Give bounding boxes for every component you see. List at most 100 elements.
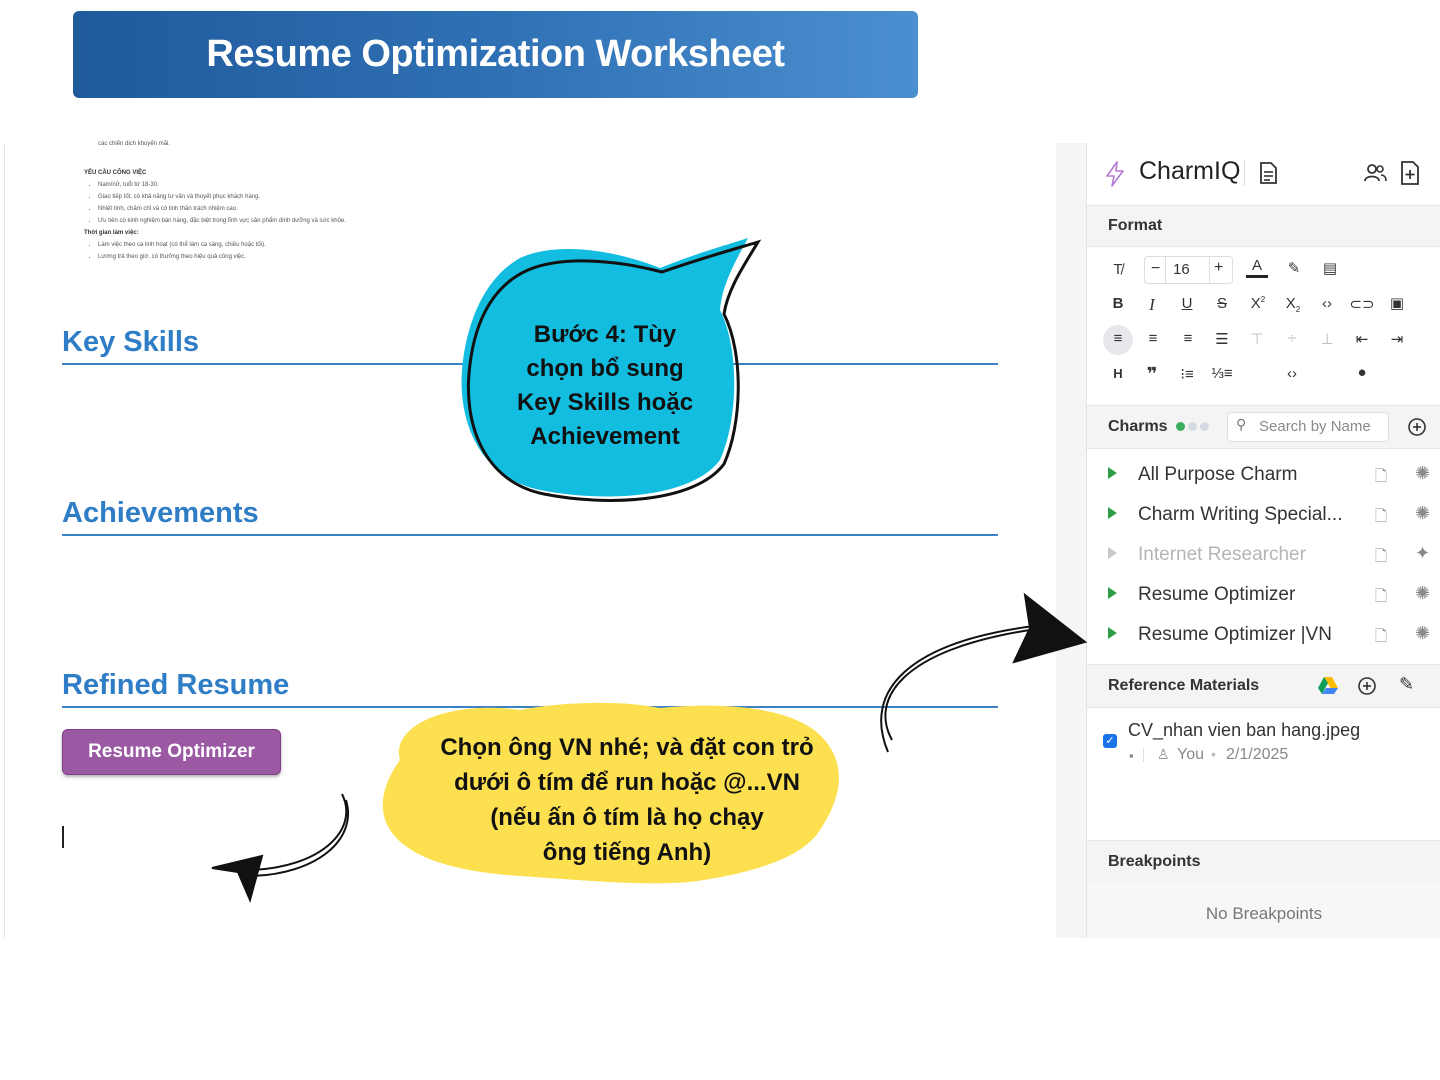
text-color-icon[interactable]: A	[1243, 257, 1271, 278]
bolt-icon	[1106, 161, 1124, 187]
arrow-to-charm	[880, 592, 1088, 753]
achievements-heading: Achievements	[62, 497, 259, 529]
status-dot	[1200, 422, 1209, 431]
file-icon[interactable]: 🗋	[1375, 548, 1388, 565]
note-line: Chọn ông VN nhé; và đặt con trỏ	[440, 734, 814, 761]
align-top-icon[interactable]: ⊤	[1250, 331, 1264, 348]
users-icon[interactable]	[1363, 163, 1387, 183]
charm-item[interactable]: All Purpose Charm 🗋 ✺	[1087, 456, 1440, 496]
justify-icon[interactable]: ☰	[1215, 331, 1229, 348]
arrow-to-cursor	[211, 793, 349, 904]
file-icon[interactable]: 🗋	[1375, 588, 1388, 605]
play-icon[interactable]	[1108, 627, 1117, 639]
charm-item-disabled[interactable]: Internet Researcher 🗋 ✦	[1087, 536, 1440, 576]
bold-icon[interactable]: B	[1112, 295, 1124, 312]
play-icon[interactable]	[1108, 587, 1117, 599]
numbered-list-icon[interactable]: ⅓≡	[1211, 365, 1233, 382]
reference-section-header[interactable]: Reference Materials ✎	[1087, 664, 1440, 708]
note-cloud	[382, 702, 839, 884]
charm-search-input[interactable]: ⚲ Search by Name	[1227, 412, 1389, 442]
play-icon[interactable]	[1108, 467, 1117, 479]
align-left-icon[interactable]: ≡	[1113, 330, 1123, 347]
charms-section-header[interactable]: Charms ⚲ Search by Name	[1087, 405, 1440, 449]
search-icon: ⚲	[1236, 416, 1247, 432]
panel-gutter	[1056, 143, 1086, 938]
bullet-list-icon[interactable]: ⁝≡	[1180, 366, 1194, 383]
play-icon[interactable]	[1108, 547, 1117, 559]
requirements-list: Nam/nữ, tuổi từ 18-30. Giao tiếp tốt, có…	[84, 179, 346, 227]
step4-speech-bubble	[461, 238, 762, 502]
align-bottom-icon[interactable]: ⊥	[1320, 331, 1334, 348]
time-list: Làm việc theo ca linh hoạt (có thể làm c…	[84, 239, 346, 263]
reference-checkbox[interactable]: ✓	[1103, 734, 1117, 748]
play-icon[interactable]	[1108, 507, 1117, 519]
image-icon[interactable]: ▣	[1389, 295, 1405, 312]
link-icon[interactable]: ⊂⊃	[1349, 296, 1375, 313]
charm-item[interactable]: Charm Writing Special... 🗋 ✺	[1087, 496, 1440, 536]
subscript-icon[interactable]: X2	[1285, 295, 1301, 314]
underline-icon[interactable]: U	[1181, 295, 1193, 312]
file-icon[interactable]: 🗋	[1375, 508, 1388, 525]
image-type-icon: ▪	[1129, 748, 1134, 763]
italic-icon[interactable]: I	[1149, 295, 1155, 314]
more-icon[interactable]: ⋮	[1435, 161, 1440, 182]
step4-line: Key Skills hoặc	[516, 389, 694, 416]
dot-icon[interactable]: ●	[1357, 364, 1367, 381]
align-right-icon[interactable]: ≡	[1183, 330, 1193, 347]
superscript-icon[interactable]: X2	[1250, 295, 1266, 312]
openai-icon: ✺	[1415, 623, 1431, 643]
reference-owner: You	[1177, 746, 1204, 763]
strikethrough-icon[interactable]: S	[1216, 295, 1227, 312]
time-heading: Thời gian làm việc:	[84, 230, 139, 236]
breakpoints-label: Breakpoints	[1108, 853, 1201, 870]
list-item: Làm việc theo ca linh hoạt (có thể làm c…	[98, 239, 346, 251]
app-name: CharmIQ	[1139, 157, 1241, 185]
decrease-size-button[interactable]: −	[1151, 260, 1161, 277]
edit-icon[interactable]: ✎	[1399, 674, 1415, 694]
align-middle-icon[interactable]: ÷	[1287, 330, 1297, 347]
file-icon[interactable]: 🗋	[1375, 628, 1388, 645]
add-document-icon[interactable]	[1399, 161, 1421, 185]
openai-icon: ✺	[1415, 583, 1431, 603]
google-drive-icon[interactable]	[1317, 676, 1339, 695]
font-size-value[interactable]: 16	[1173, 261, 1190, 278]
code-icon[interactable]: ‹›	[1322, 295, 1332, 312]
file-icon[interactable]: 🗋	[1375, 468, 1388, 485]
worksheet-banner: Resume Optimization Worksheet	[73, 11, 918, 98]
sparkle-icon: ✦	[1415, 543, 1431, 563]
list-item: Nhiệt tình, chăm chỉ và có tinh thần trá…	[98, 203, 346, 215]
add-charm-icon[interactable]	[1407, 417, 1427, 437]
panel-header: CharmIQ ⋮	[1087, 143, 1440, 203]
quote-icon[interactable]: ❞	[1146, 364, 1158, 384]
charm-name: Charm Writing Special...	[1138, 504, 1343, 525]
achievements-divider	[62, 534, 998, 536]
breakpoints-section-header[interactable]: Breakpoints	[1087, 840, 1440, 884]
clear-format-icon[interactable]: T̸	[1113, 261, 1123, 278]
charms-label: Charms	[1108, 418, 1168, 435]
code-block-icon[interactable]: ‹›	[1287, 365, 1297, 382]
highlight-icon[interactable]: ✎	[1287, 260, 1301, 277]
comment-icon[interactable]: ▤	[1322, 260, 1338, 277]
user-icon: ♙	[1157, 746, 1170, 762]
meta-divider	[1143, 748, 1144, 762]
increase-size-button[interactable]: +	[1214, 259, 1224, 276]
step4-text: Bước 4: Tùy chọn bổ sung Key Skills hoặc…	[500, 318, 710, 454]
align-center-icon[interactable]: ≡	[1148, 330, 1158, 347]
resume-optimizer-button[interactable]: Resume Optimizer	[62, 729, 281, 775]
list-item: Lương trả theo giờ, có thưởng theo hiệu …	[98, 251, 346, 263]
document-icon[interactable]	[1258, 162, 1278, 184]
add-reference-icon[interactable]	[1357, 676, 1377, 696]
charm-name: Resume Optimizer |VN	[1138, 624, 1332, 645]
reference-date: 2/1/2025	[1226, 746, 1289, 763]
format-section-header[interactable]: Format	[1087, 205, 1440, 247]
outdent-icon[interactable]: ⇤	[1355, 331, 1369, 348]
indent-icon[interactable]: ⇥	[1390, 331, 1404, 348]
charm-item[interactable]: Resume Optimizer 🗋 ✺	[1087, 576, 1440, 616]
charm-item[interactable]: Resume Optimizer |VN 🗋 ✺	[1087, 616, 1440, 656]
requirements-heading: YÊU CẦU CÔNG VIỆC	[84, 170, 147, 176]
format-label: Format	[1108, 217, 1163, 234]
heading-icon[interactable]: H	[1113, 366, 1123, 381]
reference-file-name[interactable]: CV_nhan vien ban hang.jpeg	[1128, 720, 1361, 740]
worksheet-title: Resume Optimization Worksheet	[206, 33, 785, 75]
